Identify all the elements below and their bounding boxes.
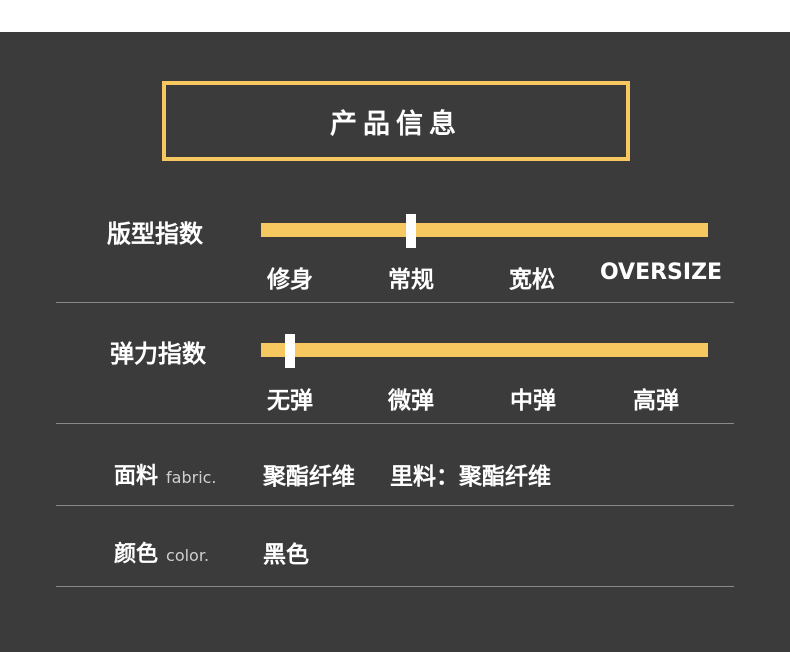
fit-index-label: 版型指数 bbox=[107, 220, 203, 248]
fabric-value: 聚酯纤维 bbox=[263, 464, 355, 490]
color-label-en: color. bbox=[166, 546, 210, 565]
fabric-label-cn: 面料 bbox=[114, 464, 159, 489]
fit-tick: 宽松 bbox=[509, 267, 555, 293]
divider bbox=[56, 505, 734, 506]
elasticity-tick: 高弹 bbox=[633, 388, 679, 414]
fit-tick: 常规 bbox=[388, 267, 434, 293]
elasticity-index-label: 弹力指数 bbox=[110, 340, 206, 368]
divider bbox=[56, 423, 734, 424]
section-title-box: 产品信息 bbox=[162, 81, 630, 161]
elasticity-index-track bbox=[261, 334, 708, 368]
elasticity-tick: 中弹 bbox=[510, 388, 556, 414]
color-label-cn: 颜色 bbox=[114, 542, 159, 567]
elasticity-index-marker bbox=[285, 334, 296, 368]
divider bbox=[56, 586, 734, 587]
elasticity-tick: 无弹 bbox=[267, 388, 313, 414]
color-label: 颜色 color. bbox=[114, 536, 209, 568]
fit-tick: 修身 bbox=[267, 267, 313, 293]
fit-index-marker bbox=[405, 214, 416, 248]
fit-index-track bbox=[261, 214, 708, 248]
fabric-label: 面料 fabric. bbox=[114, 458, 217, 490]
fit-tick: OVERSIZE bbox=[599, 260, 723, 285]
lining-value: 里料：聚酯纤维 bbox=[390, 464, 551, 490]
product-info-panel: 产品信息 版型指数 修身 常规 宽松 OVERSIZE 弹力指数 无弹 微弹 中… bbox=[0, 32, 790, 652]
elasticity-tick: 微弹 bbox=[388, 388, 434, 414]
section-title: 产品信息 bbox=[330, 108, 462, 140]
color-value: 黑色 bbox=[263, 542, 309, 568]
fabric-label-en: fabric. bbox=[166, 468, 217, 487]
divider bbox=[56, 302, 734, 303]
